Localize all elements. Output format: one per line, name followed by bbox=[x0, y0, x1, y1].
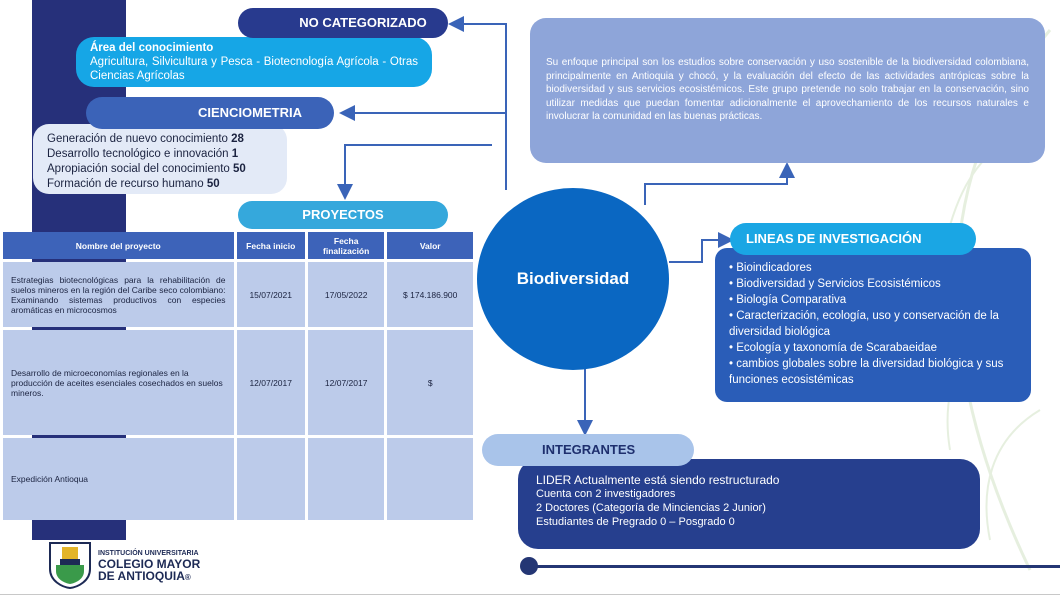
project-value bbox=[387, 438, 473, 520]
cienciometria-item: Formación de recurso humano 50 bbox=[47, 178, 220, 190]
project-end-date bbox=[307, 438, 385, 520]
biodiversidad-circle: Biodiversidad bbox=[477, 188, 669, 370]
group-description: Su enfoque principal son los estudios so… bbox=[530, 18, 1045, 163]
knowledge-area-label: Área del conocimiento bbox=[90, 42, 214, 54]
logo-line: DE ANTIOQUIA bbox=[98, 569, 185, 583]
projects-table: Nombre del proyecto Fecha inicio Fecha f… bbox=[0, 229, 476, 523]
cienciometria-title: CIENCIOMETRIA bbox=[86, 97, 334, 129]
cienciometria-item: Desarrollo tecnológico e innovación 1 bbox=[47, 148, 239, 160]
column-header: Valor bbox=[387, 232, 473, 259]
center-title: Biodiversidad bbox=[516, 269, 630, 288]
lineas-card: • Bioindicadores • Biodiversidad y Servi… bbox=[715, 248, 1031, 402]
integrantes-line: Cuenta con 2 investigadores bbox=[536, 488, 676, 500]
project-end-date: 17/05/2022 bbox=[307, 262, 385, 327]
project-name: Expedición Antioqua bbox=[3, 438, 234, 520]
integrantes-card: LIDER Actualmente está siendo restructur… bbox=[518, 459, 980, 549]
logo-line: INSTITUCIÓN UNIVERSITARIA bbox=[98, 550, 199, 557]
table-header-row: Nombre del proyecto Fecha inicio Fecha f… bbox=[3, 232, 473, 259]
cienciometria-item: Apropiación social del conocimiento 50 bbox=[47, 163, 246, 175]
table-row: Estrategias biotecnológicas para la reha… bbox=[3, 262, 473, 327]
knowledge-area-card: Área del conocimiento Agricultura, Silvi… bbox=[76, 37, 432, 87]
linea-item: • cambios globales sobre la diversidad b… bbox=[729, 358, 1004, 386]
linea-item: • Bioindicadores bbox=[729, 262, 812, 274]
integrantes-title: INTEGRANTES bbox=[482, 434, 694, 466]
project-name: Estrategias biotecnológicas para la reha… bbox=[3, 262, 234, 327]
project-end-date: 12/07/2017 bbox=[307, 330, 385, 435]
lineas-title: LINEAS DE INVESTIGACIÓN bbox=[730, 223, 976, 255]
cienciometria-item: Generación de nuevo conocimiento 28 bbox=[47, 133, 244, 145]
project-name: Desarrollo de microeconomías regionales … bbox=[3, 330, 234, 435]
slide-bottom-border bbox=[0, 594, 1060, 595]
linea-item: • Biología Comparativa bbox=[729, 294, 847, 306]
integrantes-line: Estudiantes de Pregrado 0 – Posgrado 0 bbox=[536, 516, 735, 528]
project-start-date bbox=[236, 438, 305, 520]
project-value: $ bbox=[387, 330, 473, 435]
logo-registered-mark: ® bbox=[184, 573, 191, 582]
knowledge-area-value: Agricultura, Silvicultura y Pesca - Biot… bbox=[90, 56, 418, 82]
project-value: $ 174.186.900 bbox=[387, 262, 473, 327]
no-categorizado-title: NO CATEGORIZADO bbox=[238, 8, 448, 38]
table-row: Expedición Antioqua bbox=[3, 438, 473, 520]
table-row: Desarrollo de microeconomías regionales … bbox=[3, 330, 473, 435]
logo-line: COLEGIO MAYOR bbox=[98, 557, 201, 571]
proyectos-title: PROYECTOS bbox=[238, 201, 448, 229]
linea-item: • Ecología y taxonomía de Scarabaeidae bbox=[729, 342, 937, 354]
institution-shield-icon bbox=[49, 542, 91, 589]
cienciometria-card: Generación de nuevo conocimiento 28 Desa… bbox=[33, 124, 287, 194]
linea-item: • Caracterización, ecología, uso y conse… bbox=[729, 310, 999, 338]
bottom-divider-dot bbox=[520, 557, 538, 575]
bottom-divider bbox=[522, 565, 1060, 568]
project-start-date: 12/07/2017 bbox=[236, 330, 305, 435]
column-header: Nombre del proyecto bbox=[3, 232, 234, 259]
column-header: Fecha finalización bbox=[307, 232, 385, 259]
linea-item: • Biodiversidad y Servicios Ecosistémico… bbox=[729, 278, 941, 290]
integrantes-line: 2 Doctores (Categoría de Minciencias 2 J… bbox=[536, 502, 766, 514]
institution-logo-text: INSTITUCIÓN UNIVERSITARIA COLEGIO MAYOR … bbox=[98, 549, 248, 584]
integrantes-line: LIDER Actualmente está siendo restructur… bbox=[536, 473, 780, 487]
project-start-date: 15/07/2021 bbox=[236, 262, 305, 327]
column-header: Fecha inicio bbox=[236, 232, 305, 259]
